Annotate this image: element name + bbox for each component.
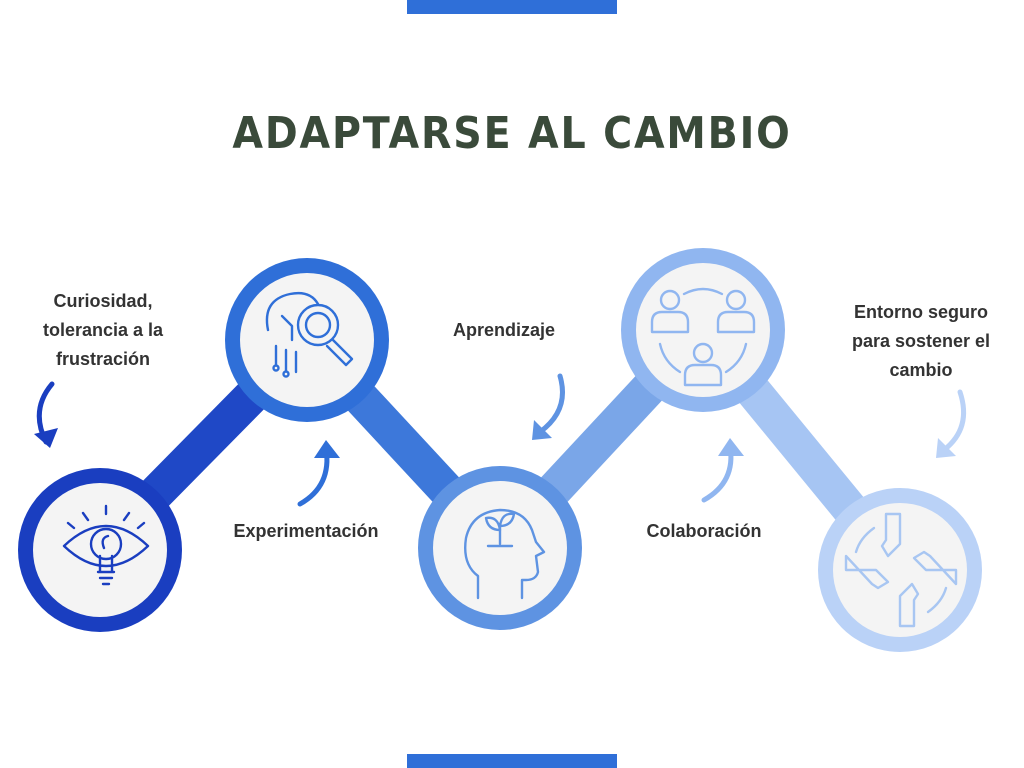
bottom-accent-bar: [407, 754, 617, 768]
curved-arrow-5: [936, 389, 967, 458]
page-title: ADAPTARSE AL CAMBIO: [232, 108, 792, 159]
eye-lightbulb-icon: [62, 504, 150, 586]
curved-arrow-4: [701, 438, 744, 503]
step-node-4: [621, 248, 785, 412]
top-accent-bar: [407, 0, 617, 14]
step-label-1: Curiosidad, tolerancia a la frustración: [42, 291, 164, 369]
step-node-3: [418, 466, 582, 630]
head-plant-icon: [464, 508, 546, 600]
step-node-1: [18, 468, 182, 632]
step-label-3: Aprendizaje: [452, 320, 556, 340]
curved-arrow-1: [34, 381, 58, 448]
curved-arrow-2: [297, 440, 340, 507]
curved-arrow-3: [532, 373, 565, 440]
research-magnifier-icon: [265, 291, 354, 378]
step-label-2: Experimentación: [233, 521, 379, 541]
step-label-4: Colaboración: [646, 521, 762, 541]
step-node-5: [818, 488, 982, 652]
step-node-2: [225, 258, 389, 422]
team-people-icon: [650, 287, 756, 387]
joined-hands-icon: [844, 512, 958, 628]
step-label-5: Entorno seguro para sostener el cambio: [851, 302, 991, 380]
